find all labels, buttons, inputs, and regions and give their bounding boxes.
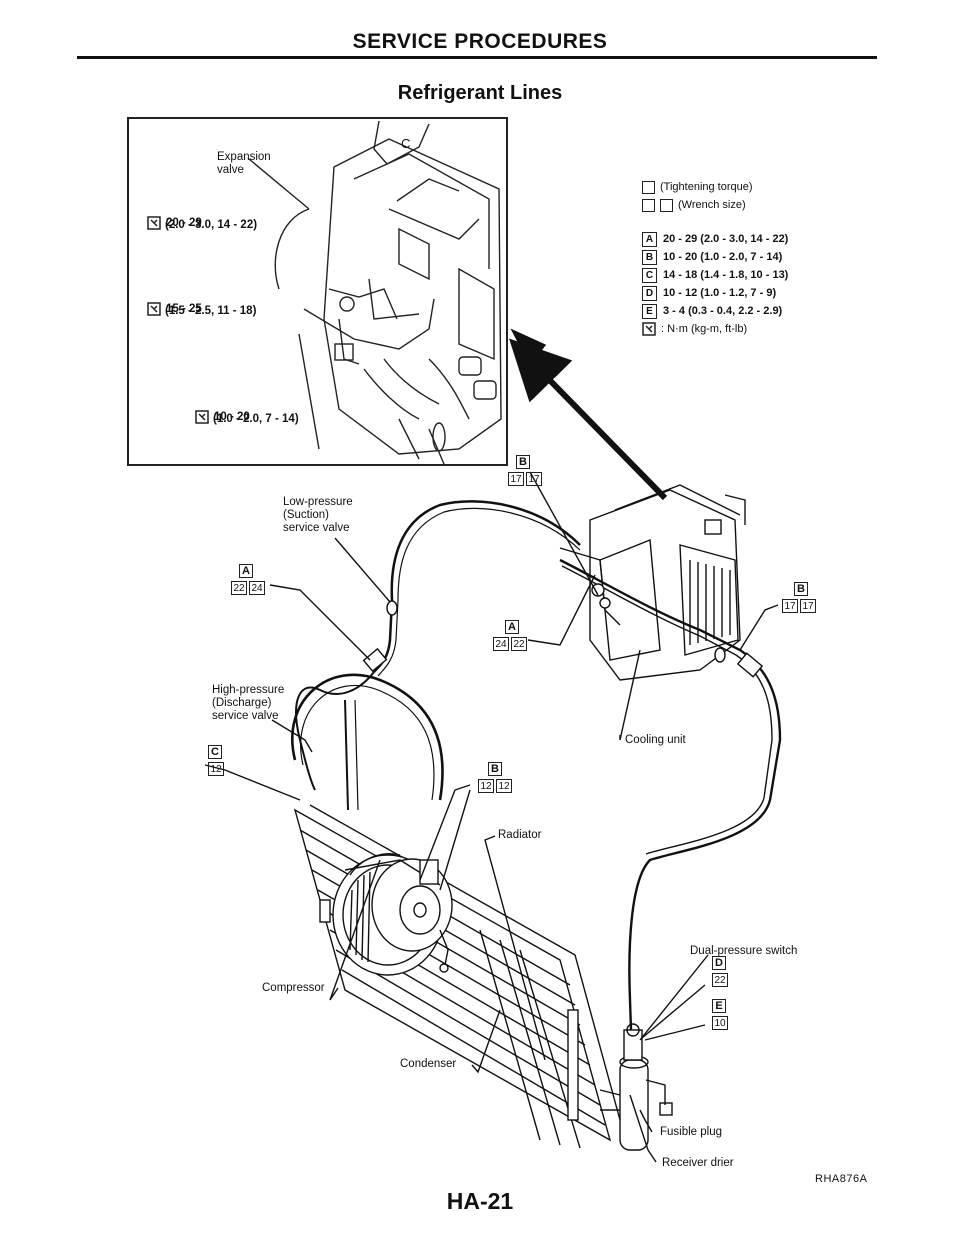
torque-units-3: (1.0 - 2.0, 7 - 14): [213, 413, 299, 425]
inset-detail-frame: Expansion valve 20 - 29 (2.0 - 3.0, 14 -…: [127, 117, 508, 466]
expansion-valve-illustration: [248, 120, 502, 464]
torque-value-1: 20 - 29: [166, 217, 202, 230]
torque-box-icon: [642, 180, 655, 194]
legend-wrench: (Wrench size): [642, 196, 788, 214]
dual-pressure-switch-label: Dual-pressure switch: [690, 945, 798, 957]
torque-units-2: (1.5 - 2.5, 11 - 18): [165, 305, 257, 317]
torque-label-1: 20 - 29: [147, 203, 202, 230]
cooling-unit-label: Cooling unit: [625, 734, 686, 746]
condenser: [293, 804, 621, 1149]
torque-wrench-icon: [642, 322, 656, 336]
discharge-hose: [291, 673, 444, 801]
compressor: [332, 853, 453, 976]
torque-tag-c-left: C 12: [208, 745, 226, 776]
legend-tightening: (Tightening torque): [642, 178, 788, 196]
wrench-box-icon: [660, 198, 673, 212]
torque-tag-d-right: D 22: [712, 956, 730, 987]
compressor-label: Compressor: [262, 982, 325, 994]
condenser-label: Condenser: [400, 1058, 457, 1070]
detail-arrow: [509, 338, 668, 501]
liquid-line: [559, 558, 782, 1061]
page-title: Refrigerant Lines: [397, 82, 563, 104]
heading-rule: [77, 56, 877, 59]
figure-code: RHA876A: [815, 1173, 868, 1185]
torque-wrench-icon: [147, 302, 161, 316]
section-heading: SERVICE PROCEDURES: [352, 30, 608, 53]
page-number: HA-21: [446, 1188, 514, 1214]
corner-mark: C: [401, 136, 411, 151]
suction-line: [373, 500, 581, 673]
torque-tag-e-right: E 10: [712, 999, 730, 1030]
expansion-valve-label: Expansion valve: [217, 151, 271, 176]
receiver-drier-label: Receiver drier: [662, 1157, 734, 1169]
torque-units-1: (2.0 - 3.0, 14 - 22): [165, 219, 258, 231]
torque-label-3: 10 - 20: [195, 397, 250, 424]
torque-wrench-icon: [195, 410, 209, 424]
torque-value-3: 10 - 20: [214, 411, 250, 424]
low-pressure-valve-label: Low-pressure (Suction) service valve: [283, 496, 353, 534]
torque-value-2: 15 - 25: [166, 303, 202, 316]
radiator-label: Radiator: [498, 829, 542, 841]
wrench-box-icon: [642, 198, 655, 212]
high-pressure-valve-label: High-pressure (Discharge) service valve: [212, 684, 285, 722]
torque-label-2: 15 - 25: [147, 289, 202, 316]
torque-wrench-icon: [147, 216, 161, 230]
fusible-plug-label: Fusible plug: [660, 1126, 723, 1138]
legend-units: : N·m (kg-m, ft-lb): [642, 320, 788, 338]
